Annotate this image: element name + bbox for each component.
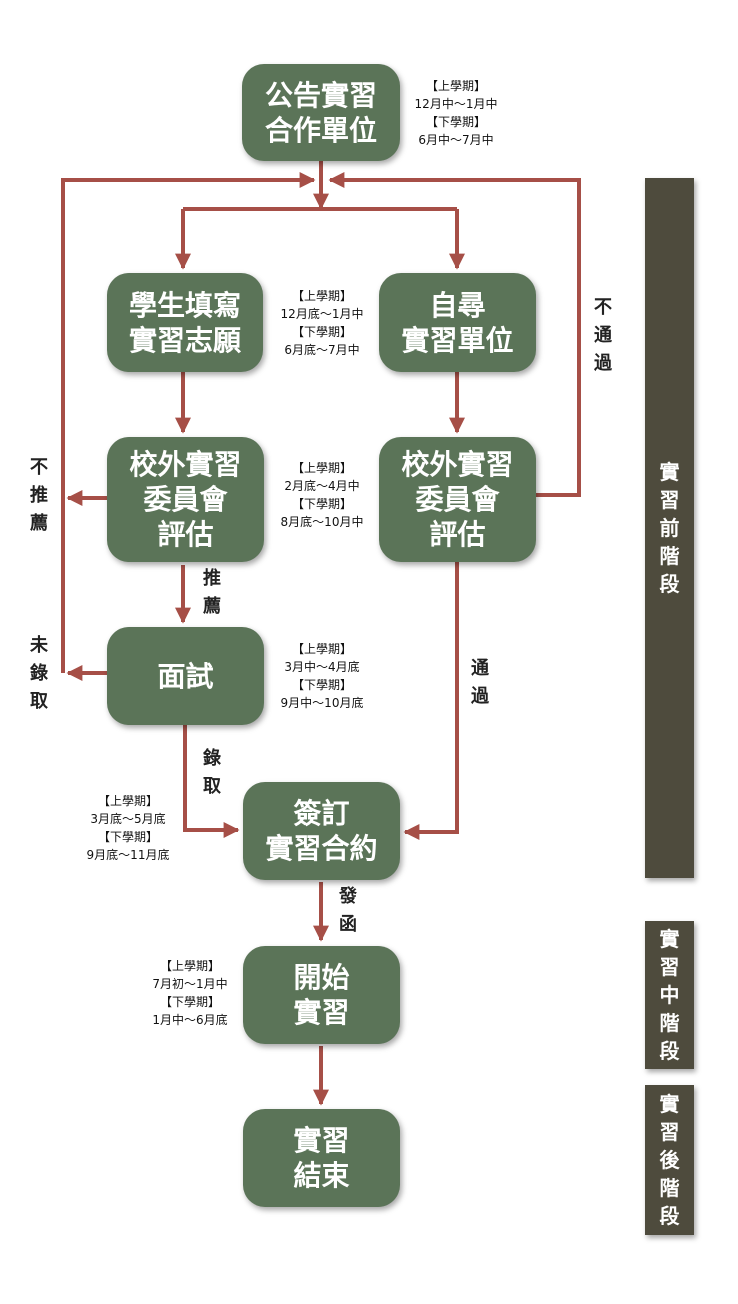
arrow-pass	[403, 562, 459, 840]
label-not-recommend: 不 推 薦	[30, 457, 48, 534]
node-announce-partners: 公告實習 合作單位	[242, 64, 400, 161]
node-self-find-unit: 自尋 實習單位	[379, 273, 536, 372]
phase-after-bar: 實 習 後 階 段	[645, 1085, 694, 1235]
node-self-find-text: 自尋 實習單位	[401, 288, 514, 357]
schedule-contract: 【上學期】 3月底～5月底 【下學期】 9月底～11月底	[86, 794, 170, 862]
phase-before-bar: 實 習 前 階 段	[645, 178, 694, 878]
node-end-internship: 實習 結束	[243, 1109, 400, 1207]
arrow-admitted	[183, 725, 240, 838]
label-send-letter: 發 函	[339, 886, 357, 935]
label-recommend: 推 薦	[203, 568, 221, 617]
label-pass: 通 過	[471, 658, 489, 707]
node-announce-text: 公告實習 合作單位	[264, 78, 377, 147]
node-contract-text: 簽訂 實習合約	[265, 797, 378, 865]
node-committee-left-text: 校外實習 委員會 評估	[129, 448, 242, 551]
schedule-announce: 【上學期】 12月中～1月中 【下學期】 6月中～7月中	[414, 79, 498, 147]
label-admitted: 錄 取	[203, 748, 221, 797]
node-student-fill-preference: 學生填寫 實習志願	[107, 273, 263, 372]
phase-before-text: 實 習 前 階 段	[659, 460, 680, 596]
label-not-admitted: 未 錄 取	[30, 635, 48, 712]
node-committee-right-text: 校外實習 委員會 評估	[401, 448, 514, 551]
node-interview: 面試	[107, 627, 264, 725]
phase-during-text: 實 習 中 階 段	[659, 927, 680, 1063]
node-start-text: 開始 實習	[293, 961, 350, 1029]
node-start-internship: 開始 實習	[243, 946, 400, 1044]
node-end-text: 實習 結束	[293, 1124, 350, 1192]
node-student-fill-text: 學生填寫 實習志願	[128, 288, 241, 357]
schedule-committee: 【上學期】 2月底～4月中 【下學期】 8月底～10月中	[280, 461, 364, 529]
phase-after-text: 實 習 後 階 段	[659, 1092, 680, 1228]
schedule-start: 【上學期】 7月初～1月中 【下學期】 1月中～6月底	[152, 959, 228, 1027]
phase-during-bar: 實 習 中 階 段	[645, 921, 694, 1069]
left-return-line	[61, 172, 316, 673]
node-interview-text: 面試	[157, 659, 214, 693]
node-committee-right: 校外實習 委員會 評估	[379, 437, 536, 562]
label-not-pass: 不 通 過	[594, 297, 612, 374]
schedule-fill: 【上學期】 12月底～1月中 【下學期】 6月底～7月中	[280, 289, 364, 357]
node-sign-contract: 簽訂 實習合約	[243, 782, 400, 880]
right-return-line	[328, 172, 581, 497]
node-committee-left: 校外實習 委員會 評估	[107, 437, 264, 562]
schedule-interview: 【上學期】 3月中～4月底 【下學期】 9月中～10月底	[280, 642, 364, 710]
